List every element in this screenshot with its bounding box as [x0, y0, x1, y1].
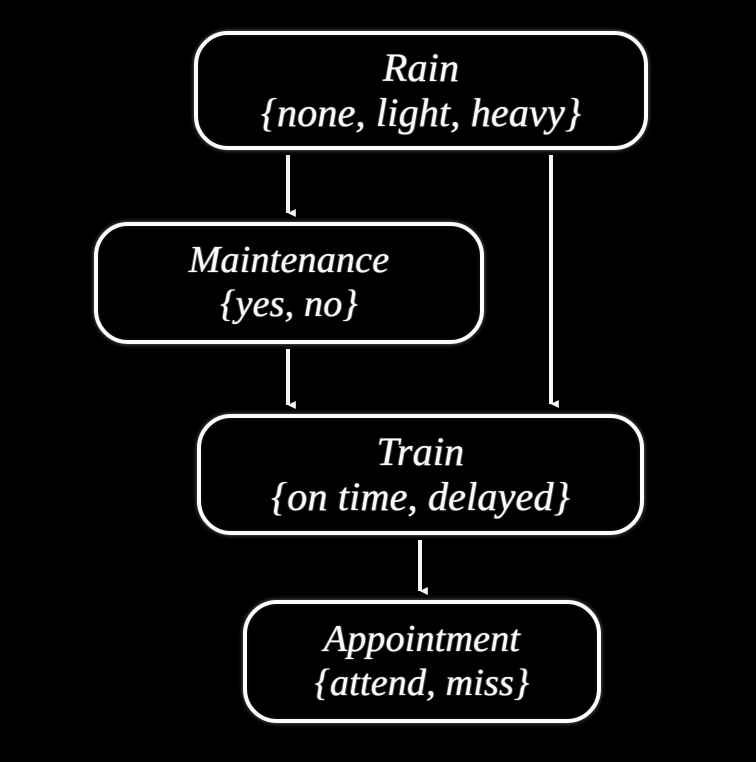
- node-maintenance-states: {yes, no}: [220, 283, 358, 326]
- node-rain-label: Rain: [382, 44, 460, 90]
- node-appointment[interactable]: Appointment {attend, miss}: [243, 600, 601, 723]
- node-maintenance-label: Maintenance: [188, 239, 390, 282]
- node-rain[interactable]: Rain {none, light, heavy}: [194, 31, 648, 150]
- node-maintenance[interactable]: Maintenance {yes, no}: [94, 222, 484, 344]
- node-train[interactable]: Train {on time, delayed}: [197, 414, 644, 535]
- node-appointment-states: {attend, miss}: [314, 661, 530, 704]
- node-appointment-label: Appointment: [323, 617, 521, 660]
- node-train-label: Train: [376, 428, 465, 474]
- node-rain-states: {none, light, heavy}: [260, 89, 582, 135]
- node-train-states: {on time, delayed}: [271, 473, 570, 519]
